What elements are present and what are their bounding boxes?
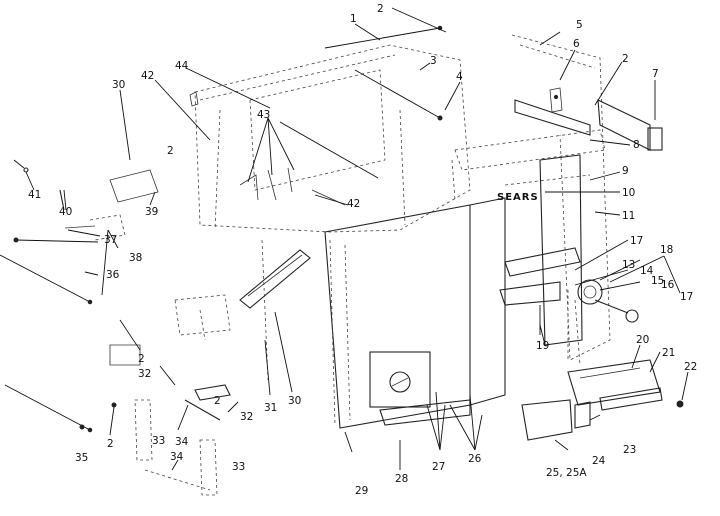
- callout-7: 7: [652, 68, 659, 80]
- callout-30: 30: [112, 79, 125, 91]
- callout-labels: 1 2 3 4 5 6 2 7 8 9 10 11 17 18 13 14 15…: [28, 3, 697, 497]
- callout-26: 26: [468, 453, 482, 465]
- rod-part-4: [354, 69, 443, 121]
- left-upper-parts: [0, 159, 159, 305]
- callout-2: 2: [167, 145, 174, 157]
- callout-2: 2: [107, 438, 114, 450]
- callout-21: 21: [662, 347, 675, 359]
- bracket-part-7: [597, 99, 663, 151]
- callout-40: 40: [59, 206, 72, 218]
- callout-31: 31: [264, 402, 277, 414]
- callout-43: 43: [257, 109, 270, 121]
- callout-17: 17: [680, 291, 693, 303]
- top-frame: [189, 44, 471, 233]
- callout-11: 11: [622, 210, 635, 222]
- callout-20: 20: [636, 334, 649, 346]
- callout-22: 22: [684, 361, 697, 373]
- front-cabinet: [324, 197, 506, 429]
- callout-32: 32: [240, 411, 253, 423]
- callout-42: 42: [141, 70, 154, 82]
- callout-5: 5: [576, 19, 583, 31]
- top-rod: [324, 25, 443, 49]
- callout-27: 27: [432, 461, 445, 473]
- callout-13: 13: [622, 259, 635, 271]
- callout-32: 32: [138, 368, 151, 380]
- right-side-panel: [451, 34, 611, 361]
- callout-23: 23: [623, 444, 636, 456]
- brand-label: SEARS: [497, 192, 539, 203]
- callout-42: 42: [347, 198, 360, 210]
- callout-34: 34: [175, 436, 189, 448]
- leader-lines: [25, 7, 689, 471]
- callout-39: 39: [145, 206, 158, 218]
- callout-44: 44: [175, 60, 189, 72]
- callout-6: 6: [573, 38, 580, 50]
- callout-19: 19: [536, 340, 549, 352]
- callout-25-25a: 25, 25A: [546, 467, 587, 479]
- control-assembly: [499, 247, 639, 366]
- callout-18: 18: [660, 244, 673, 256]
- callout-30: 30: [288, 395, 301, 407]
- callout-36: 36: [106, 269, 120, 281]
- callout-2: 2: [138, 353, 145, 365]
- callout-41: 41: [28, 189, 41, 201]
- middle-left-parts: [4, 239, 311, 496]
- callout-2: 2: [377, 3, 384, 15]
- callout-4: 4: [456, 71, 463, 83]
- callout-14: 14: [640, 265, 654, 277]
- callout-2: 2: [214, 395, 221, 407]
- callout-1: 1: [350, 13, 357, 25]
- callout-29: 29: [355, 485, 368, 497]
- callout-38: 38: [129, 252, 142, 264]
- callout-33: 33: [232, 461, 245, 473]
- callout-28: 28: [395, 473, 408, 485]
- bottom-right-assembly: [521, 359, 684, 441]
- callout-16: 16: [661, 279, 675, 291]
- callout-9: 9: [622, 165, 629, 177]
- callout-35: 35: [75, 452, 88, 464]
- callout-8: 8: [633, 139, 640, 151]
- callout-15: 15: [651, 275, 664, 287]
- callout-34: 34: [170, 451, 184, 463]
- callout-2: 2: [622, 53, 629, 65]
- callout-3: 3: [430, 55, 437, 67]
- callout-33: 33: [152, 435, 165, 447]
- callout-24: 24: [592, 455, 606, 467]
- callout-37: 37: [104, 234, 117, 246]
- callout-10: 10: [622, 187, 635, 199]
- callout-17: 17: [630, 235, 643, 247]
